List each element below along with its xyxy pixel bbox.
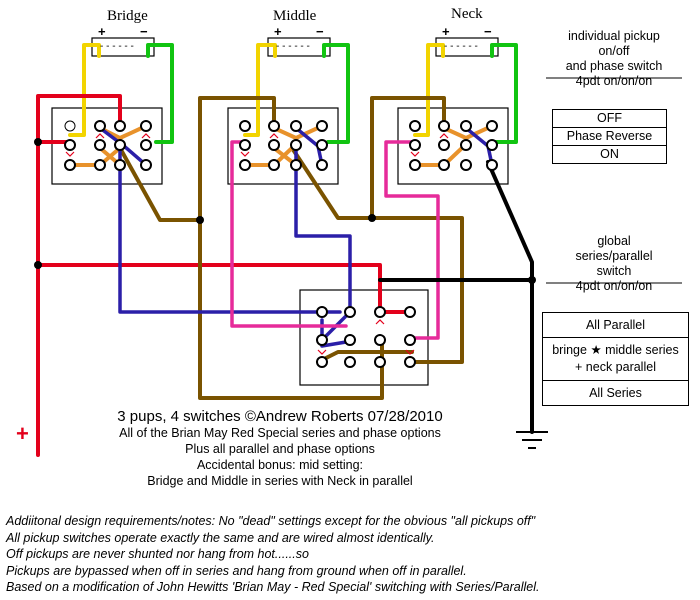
note-line: Based on a modification of John Hewitts … [6, 580, 540, 594]
marker-down [65, 151, 75, 157]
position-neck-parallel: + neck parallel [575, 360, 656, 374]
position-all-series: All Series [543, 380, 688, 405]
note-line: Off pickups are never shunted nor hang f… [6, 547, 309, 561]
marker-up [269, 133, 279, 139]
marker-up [375, 319, 385, 325]
marker-up [141, 133, 151, 139]
hot-plus-marker: + [16, 421, 29, 446]
credit-line: Bridge and Middle in series with Neck in… [147, 474, 413, 488]
bridge-minus-mark: − [140, 24, 148, 39]
bridge-pickup-poles: - - - - - - [100, 41, 134, 52]
bridge-pickup-label: Bridge [107, 8, 148, 24]
brown-wire-bridge [118, 146, 202, 222]
marker-down [410, 151, 420, 157]
middle-plus-mark: + [274, 24, 282, 39]
middle-minus-mark: − [316, 24, 324, 39]
pickup-switch-positions: OFF Phase Reverse ON [552, 109, 667, 164]
position-bridge-middle-series: bringe ★ middle series [552, 343, 679, 357]
position-off: OFF [597, 111, 622, 125]
bridge-plus-mark: + [98, 24, 106, 39]
bridge-switch-body [51, 107, 163, 185]
middle-green-lead [322, 43, 350, 144]
credit-line: Accidental bonus: mid setting: [196, 458, 364, 472]
brown-wire-global [316, 350, 414, 364]
neck-plus-mark: + [442, 24, 450, 39]
hot-wire-branch-b [36, 263, 414, 314]
pickup-switch-caption: individual pickup on/off and phase switc… [565, 29, 663, 88]
brown-wire-neck [370, 96, 464, 364]
neck-pickup-poles: - - - - - - [444, 41, 478, 52]
middle-magenta-wire [230, 140, 348, 328]
note-line: Addiitonal design requirements/notes: No… [6, 514, 536, 528]
bridge-yellow-lead [68, 43, 101, 137]
global-switch-positions: All Parallel bringe ★ middle series + ne… [542, 312, 689, 406]
middle-yellow-lead [243, 43, 277, 137]
neck-pickup-label: Neck [451, 6, 483, 22]
hot-wire-main [36, 94, 122, 457]
marker-down [405, 349, 415, 355]
design-notes: Addiitonal design requirements/notes: No… [6, 513, 540, 596]
position-all-parallel: All Parallel [585, 318, 646, 332]
switch-lugs [64, 120, 498, 368]
marker-up [439, 133, 449, 139]
note-line: Pickups are bypassed when off in series … [6, 563, 467, 578]
brown-wire-middle [290, 146, 374, 220]
ground-symbol-icon [516, 431, 548, 449]
brown-wire-loop [198, 96, 384, 400]
neck-minus-mark: − [484, 24, 492, 39]
middle-pickup-label: Middle [273, 8, 317, 24]
marker-up [95, 133, 105, 139]
neck-switch-body [397, 107, 509, 185]
middle-pickup-poles: - - - - - - [276, 41, 310, 52]
middle-switch-body [227, 107, 339, 185]
marker-down [317, 349, 327, 355]
position-on: ON [553, 145, 666, 163]
note-line: All pickup switches operate exactly the … [6, 530, 435, 545]
ground-wire [486, 160, 534, 434]
neck-yellow-lead [413, 43, 445, 137]
neck-green-lead [490, 43, 518, 144]
bridge-green-lead [146, 43, 174, 144]
credit-title: 3 pups, 4 switches ©Andrew Roberts 07/28… [117, 408, 443, 425]
middle-blue-wire [294, 146, 352, 342]
neck-magenta-wire [384, 140, 440, 340]
credit-block: 3 pups, 4 switches ©Andrew Roberts 07/28… [40, 409, 520, 489]
credit-line: Plus all parallel and phase options [185, 442, 375, 456]
global-switch-caption: global series/parallel switch 4pdt on/on… [575, 234, 653, 293]
bridge-blue-wire [118, 146, 342, 314]
credit-line: All of the Brian May Red Special series … [119, 426, 441, 440]
marker-down [240, 151, 250, 157]
position-phase-reverse: Phase Reverse [553, 127, 666, 145]
